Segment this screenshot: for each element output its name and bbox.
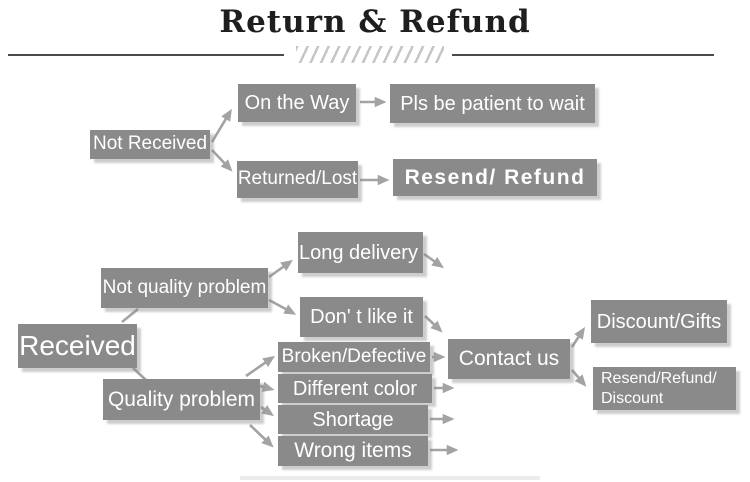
header-rule-left: [8, 54, 284, 56]
flow-node-long-delivery: Long delivery: [298, 232, 423, 273]
flow-node-received: Received: [18, 324, 137, 368]
arrow-quality-broken: [245, 355, 275, 378]
link-notquality-received: [121, 307, 139, 324]
arrow-notquality-dontlikeit: [268, 298, 297, 315]
flow-node-not-quality-problem: Not quality problem: [101, 268, 268, 308]
flow-node-not-received: Not Received: [90, 130, 210, 159]
header-hatch-decoration: [296, 46, 444, 63]
arrow-contact-resenddiscount: [571, 369, 587, 387]
flow-node-dont-like-it: Don' t like it: [300, 297, 423, 337]
flow-node-on-the-way: On the Way: [238, 84, 356, 122]
arrow-quality-shortage: [260, 404, 274, 417]
arrow-quality-differentcolor: [259, 381, 275, 392]
arrow-longdelivery-contact: [423, 252, 444, 269]
flow-node-different-color: Different color: [278, 374, 432, 403]
flow-node-discount-gifts: Discount/Gifts: [591, 300, 727, 343]
arrow-notquality-longdelivery: [268, 259, 293, 279]
flow-node-returned-lost: Returned/Lost: [237, 161, 358, 198]
flow-node-wrong-items: Wrong items: [278, 436, 428, 466]
flow-node-resend-refund-discount: Resend/Refund/ Discount: [593, 367, 736, 410]
arrow-quality-wrongitems: [249, 424, 274, 448]
arrow-notreceived-returnedlost: [211, 149, 233, 172]
arrow-contact-discountgifts: [570, 326, 585, 348]
flow-node-quality-problem: Quality problem: [103, 379, 260, 420]
flow-node-broken-defective: Broken/Defective: [278, 342, 430, 372]
flow-node-contact-us: Contact us: [448, 339, 570, 379]
arrow-dontlikeit-contact: [424, 315, 443, 333]
flow-node-shortage: Shortage: [278, 405, 428, 434]
flow-node-pls-be-patient: Pls be patient to wait: [390, 84, 595, 123]
bottom-edge-artifact: [240, 476, 540, 480]
page-title: Return & Refund: [219, 4, 531, 40]
arrow-notreceived-ontheway: [210, 108, 232, 143]
header-rule-right: [452, 54, 714, 56]
flow-node-resend-refund: Resend/ Refund: [393, 159, 597, 196]
